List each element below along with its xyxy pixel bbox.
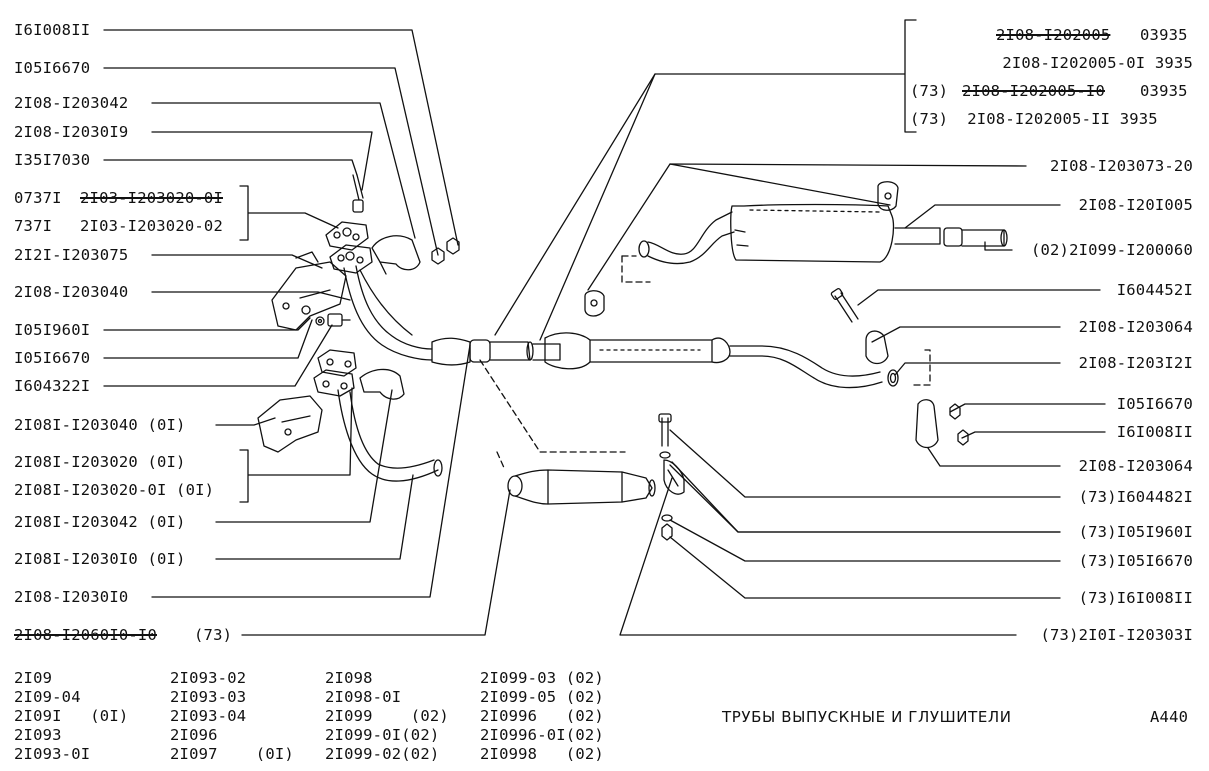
clamp-lower	[359, 368, 405, 400]
label-part-16043221: I604322I	[14, 377, 91, 395]
label-part-2103-1203020-02: 2I03-I203020-02	[80, 217, 223, 235]
model-cell: 2I0996 (02)	[480, 707, 604, 725]
label-part-73-2101-1203031: (73)2I0I-I20303I	[1040, 626, 1193, 644]
label-part-73-1051667: (73)I05I6670	[1078, 552, 1193, 570]
label-code-03935-r1: 03935	[1140, 26, 1188, 44]
label-part-21081-1203040-01: 2I08I-I203040 (0I)	[14, 416, 186, 434]
downpipe-lower	[337, 389, 443, 482]
label-part-2108-1201005: 2I08-I20I005	[1078, 196, 1193, 214]
label-part-2103-1203020-01: 2I03-I203020-0I	[80, 189, 223, 207]
model-cell: 2I099-0I(02)	[325, 726, 440, 744]
model-cell: 2I093-02	[170, 669, 247, 687]
label-part-21081-1203010-01: 2I08I-I2030I0 (0I)	[14, 550, 186, 568]
model-cell: 2I09-04	[14, 688, 81, 706]
label-part-21099-1200060: (02)2I099-I200060	[1030, 241, 1193, 259]
label-part-1051667-right: I05I6670	[1116, 395, 1193, 413]
stud-and-nuts-upper	[352, 174, 460, 265]
left-leader-lines	[103, 29, 511, 636]
bracket-lower	[257, 395, 323, 453]
label-part-2108-1202005-01: 2I08-I202005-0I 3935	[1002, 54, 1193, 72]
label-part-2108-1203040: 2I08-I203040	[14, 283, 129, 301]
clamp-upper	[371, 235, 421, 275]
model-cell: 2I098-0I	[325, 688, 402, 706]
label-code-07371: 0737I	[14, 189, 62, 207]
model-cell: 2I097 (0I)	[170, 745, 294, 763]
model-cell: 2I09I (0I)	[14, 707, 129, 725]
dashed-callouts	[621, 255, 931, 386]
label-part-21081-1203042-01: 2I08I-I203042 (0I)	[14, 513, 186, 531]
page-code: A440	[1150, 708, 1189, 726]
model-cell: 2I09	[14, 669, 53, 687]
label-part-73-16100811: (73)I6I008II	[1078, 589, 1193, 607]
model-cell: 2I099-03 (02)	[480, 669, 604, 687]
downpipe-upper	[343, 265, 471, 366]
rubber-hanger-1	[584, 290, 605, 317]
label-prefix-73-r3: (73)	[910, 82, 949, 100]
clamp-right-upper	[865, 330, 889, 365]
page-title: ТРУБЫ ВЫПУСКНЫЕ И ГЛУШИТЕЛИ	[722, 708, 1012, 726]
model-cell: 2I098	[325, 669, 373, 687]
label-part-1051667-top: I05I6670	[14, 59, 91, 77]
label-part-2108-1203121: 2I08-I203I2I	[1078, 354, 1193, 372]
model-cell: 2I093	[14, 726, 62, 744]
model-cell: 2I093-04	[170, 707, 247, 725]
resonator	[544, 332, 731, 370]
model-cell: 2I093-03	[170, 688, 247, 706]
model-cell: 2I099-02(02)	[325, 745, 440, 763]
right-leader-lines	[494, 19, 1106, 636]
clamp-right-lower	[915, 399, 969, 449]
lower-hardware	[658, 413, 685, 541]
label-part-73-10519601: (73)I05I960I	[1078, 523, 1193, 541]
label-part-2121-1203075: 2I2I-I203075	[14, 246, 129, 264]
model-cell: 2I099 (02)	[325, 707, 449, 725]
manifold-gasket-upper	[325, 221, 373, 274]
bolt-upper-right	[830, 288, 859, 323]
rear-muffler	[638, 203, 1008, 265]
label-part-2108-1203064-a: 2I08-I203064	[1078, 318, 1193, 336]
model-cell: 2I0996-0I(02)	[480, 726, 604, 744]
label-suffix-73-left: (73)	[194, 626, 233, 644]
label-part-2108-1202005-11: (73) 2I08-I202005-II 3935	[910, 110, 1158, 128]
rubber-hanger-2	[877, 181, 899, 211]
label-part-2108-1202005-10: 2I08-I202005-I0	[962, 82, 1105, 100]
mid-dashed-guides	[479, 359, 626, 471]
label-part-2108-1203042: 2I08-I203042	[14, 94, 129, 112]
label-part-16044521: I604452I	[1116, 281, 1193, 299]
label-code-03935-r3: 03935	[1140, 82, 1188, 100]
label-part-2108-1202005: 2I08-I202005	[996, 26, 1111, 44]
label-part-1051667-mid: I05I6670	[14, 349, 91, 367]
label-part-73-16044821: (73)I604482I	[1078, 488, 1193, 506]
bolt-washer-middle	[315, 313, 351, 327]
label-part-16100811: I6I008II	[14, 21, 91, 39]
gasket-lower	[313, 349, 357, 397]
label-part-21081-1203020-01-01: 2I08I-I203020-0I (0I)	[14, 481, 215, 499]
catalytic-converter	[507, 469, 656, 505]
bracket-upper	[271, 251, 347, 331]
model-cell: 2I096	[170, 726, 218, 744]
label-part-2108-1206010-10: 2I08-I2060I0-I0	[14, 626, 157, 644]
model-cell: 2I099-05 (02)	[480, 688, 604, 706]
mid-pipe	[469, 339, 561, 363]
model-cell: 2I0998 (02)	[480, 745, 604, 763]
label-part-2108-1203073-20: 2I08-I203073-20	[1050, 157, 1193, 175]
label-part-2108-1203010: 2I08-I2030I0	[14, 588, 129, 606]
label-part-10519601: I05I960I	[14, 321, 91, 339]
label-code-7371: 737I	[14, 217, 53, 235]
label-part-2108-1203064-b: 2I08-I203064	[1078, 457, 1193, 475]
model-cell: 2I093-0I	[14, 745, 91, 763]
label-part-21081-1203020-01: 2I08I-I203020 (0I)	[14, 453, 186, 471]
label-part-2108-1203019: 2I08-I2030I9	[14, 123, 129, 141]
label-part-13517030: I35I7030	[14, 151, 91, 169]
label-part-16100811-right: I6I008II	[1116, 423, 1193, 441]
rear-connecting-pipe	[729, 345, 899, 389]
